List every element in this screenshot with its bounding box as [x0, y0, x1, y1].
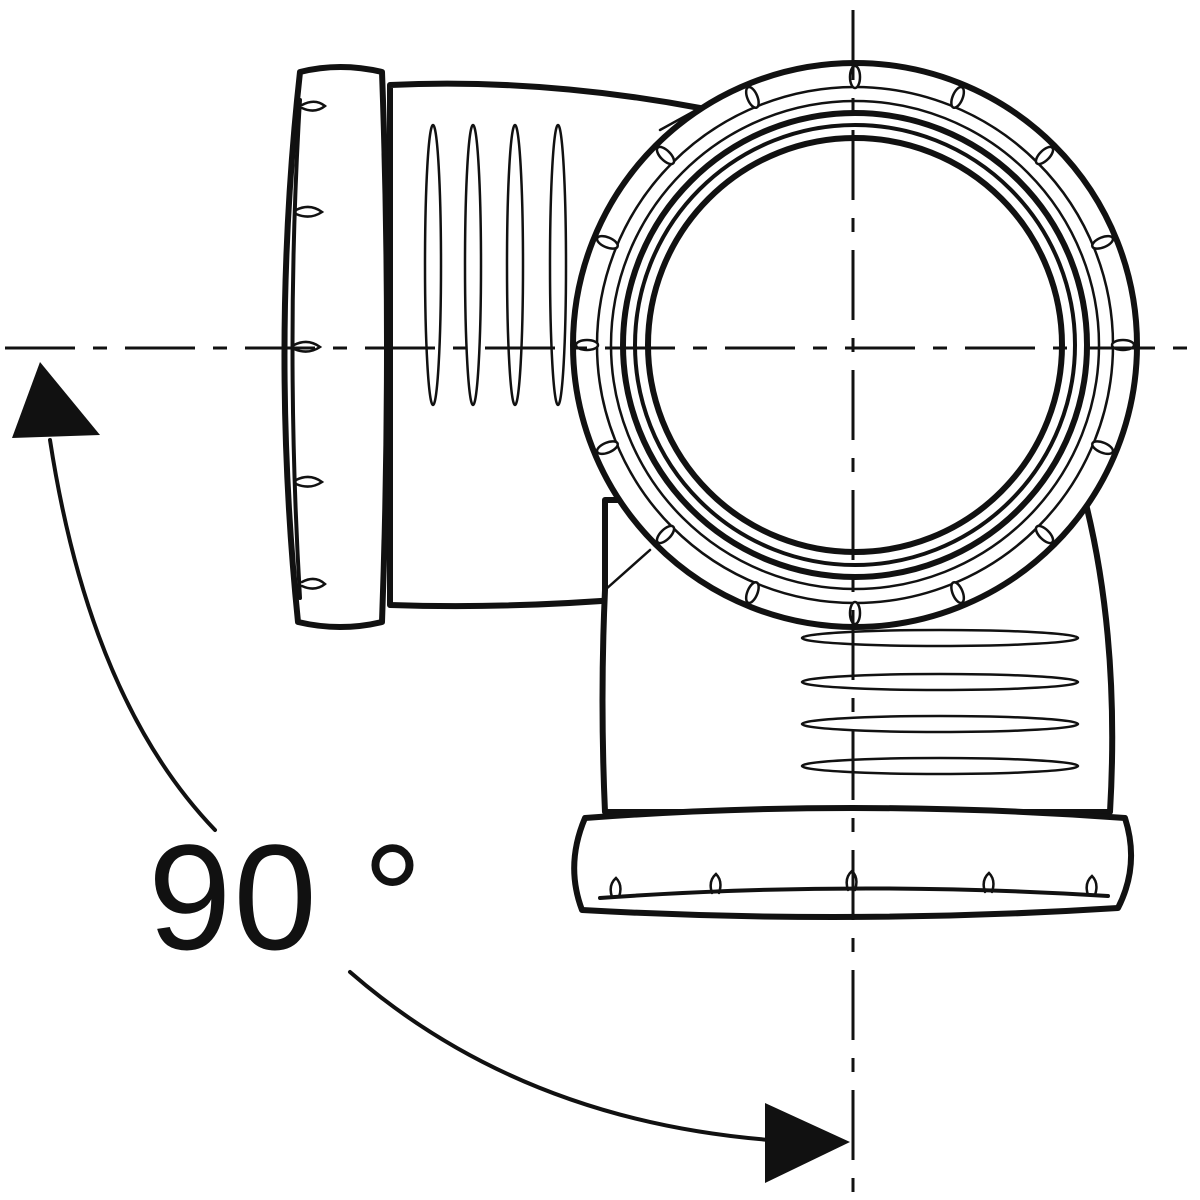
center-lines [5, 10, 1195, 1195]
hub-notch [1034, 145, 1055, 166]
hub-notch [950, 581, 966, 605]
hub-notch [1091, 440, 1115, 456]
hub-connection [570, 60, 1140, 630]
rotation-indicator [12, 362, 850, 1183]
rotation-arc-upper [48, 438, 217, 832]
hub-notch [744, 581, 760, 605]
hub-notch [655, 524, 676, 545]
vertical-pipe-ribs [800, 628, 1080, 776]
hub-notch [655, 145, 676, 166]
hub-notch [595, 440, 619, 456]
arrow-right-icon [765, 1103, 850, 1183]
arrow-up-icon [12, 362, 100, 438]
hub-notch [744, 85, 760, 109]
hub-notch [950, 85, 966, 109]
horizontal-pipe-ribs [423, 123, 568, 407]
hub-notch [595, 234, 619, 250]
angle-label: 90 ° [148, 813, 425, 981]
left-socket-notches [292, 100, 328, 590]
hub-notch [1091, 234, 1115, 250]
rotation-arc-lower [348, 970, 772, 1142]
hub-notch [1034, 524, 1055, 545]
hub-notches [574, 64, 1136, 626]
